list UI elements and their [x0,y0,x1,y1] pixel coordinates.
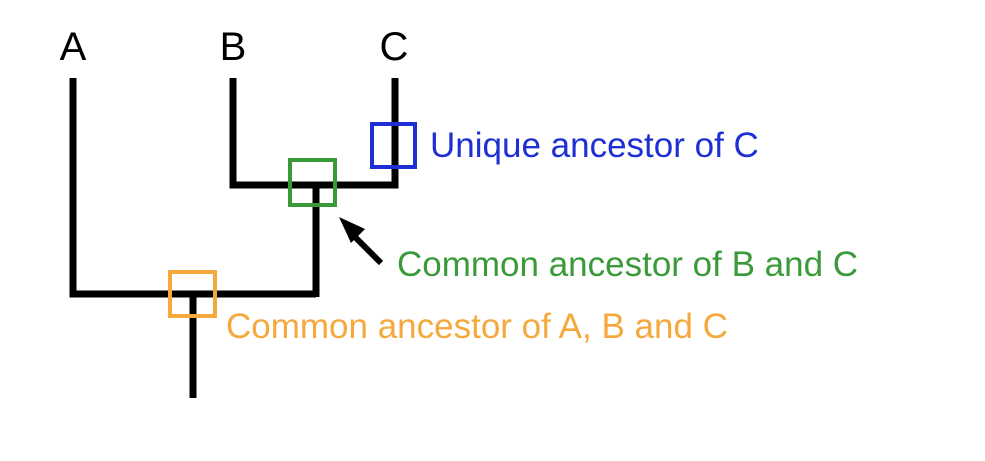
unique-ancestor-c-box [370,122,417,169]
taxon-c-label: C [380,25,409,69]
tree-branches [69,78,399,398]
taxon-a-label: A [60,25,87,69]
taxon-b-label: B [220,25,247,69]
common-ancestor-bc-label: Common ancestor of B and C [397,245,858,284]
unique-ancestor-c-label: Unique ancestor of C [430,126,759,165]
common-ancestor-abc-label: Common ancestor of A, B and C [226,307,728,346]
common-ancestor-abc-box [168,270,217,318]
common-ancestor-bc-box [288,158,337,207]
branch-a-to-root [69,78,316,298]
pointer-arrow-icon [339,217,384,266]
